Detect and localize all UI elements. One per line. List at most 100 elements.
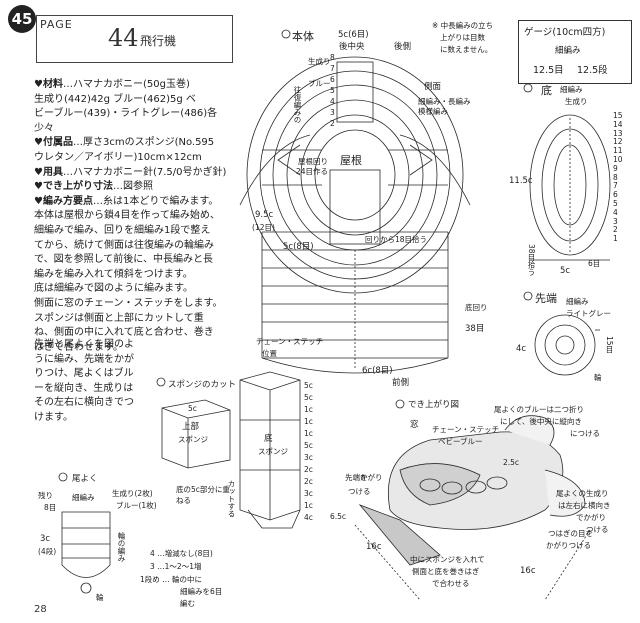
finish-dim-25: 2.5c	[503, 458, 520, 467]
points-line: 本体は屋根から鎖4目を作って編み始め、	[34, 210, 220, 222]
body-note-1: ※ 中長編みの立ち	[432, 21, 494, 30]
finish-sponge-note-1: 中にスポンジを入れて	[410, 555, 485, 564]
bottom-row-number: 15	[613, 111, 623, 120]
finish-seam-note-2: かがりつける	[546, 541, 592, 550]
sponge-dim: 2c	[304, 477, 313, 486]
finish-section-title: でき上がり図	[408, 400, 460, 410]
page-label: PAGE	[40, 18, 73, 31]
body-note-2: 上がりは目数	[440, 33, 485, 42]
tip-stitch-count: 15目	[605, 336, 614, 354]
tail-line: けます。	[34, 411, 73, 423]
roof-count-value: 24目作る	[296, 167, 329, 176]
tail-desc: 細編み	[72, 493, 95, 502]
finish-side-note-2: は左右に横向き	[558, 501, 611, 510]
points-label: 編み方要点	[42, 195, 93, 207]
tail-count-2: 3 …1～2～1増	[150, 562, 202, 571]
size-text: …図参照	[112, 181, 153, 193]
points-line: はぎで合わせます。	[34, 341, 123, 353]
bottom-row-number: 10	[613, 154, 623, 164]
bottom-yarn: 生成り	[565, 97, 588, 106]
sponge-dim: 3c	[304, 489, 313, 498]
body-top-width: 5c(6目)	[338, 30, 369, 40]
body-bottom-width-2: 6c(8目)	[362, 366, 393, 376]
points-line: 細編みで編み、回りを細編み1段で整え	[34, 224, 211, 236]
sponge-dim: 4c	[304, 513, 313, 522]
heart-bullet-icon: ♥	[34, 181, 43, 193]
gauge-box	[518, 20, 632, 84]
bottom-round-stitches: 38目	[465, 324, 485, 334]
materials-text: …ハマナカボニー(50g玉巻)	[62, 79, 190, 90]
sponge-top-dim: 5c	[188, 404, 197, 413]
bottom-pickup: 38目拾う	[527, 244, 536, 277]
heart-bullet-icon: ♥	[34, 166, 43, 178]
finish-tip-note-3: つける	[348, 487, 371, 496]
sponge-bottom-sub: スポンジ	[258, 447, 288, 456]
tail-yarn-2: ブルー(1枚)	[116, 501, 157, 510]
heart-bullet-icon: ♥	[34, 195, 43, 207]
points-text: …糸は1本どりで編みます。	[92, 195, 219, 207]
instructions-block: ♥材料…ハマナカボニー(50g玉巻) 生成り(442)42g ブルー(462)5…	[34, 78, 246, 355]
row-label: 8	[330, 53, 335, 62]
tail-line: りつけ、尾よくはブル	[34, 368, 134, 380]
accessories-label: 付属品	[42, 137, 73, 149]
finish-side-note-1: 尾よくの生成り	[556, 489, 609, 498]
side-desc-1: 細編み・長編み	[418, 97, 471, 106]
tail-chart	[61, 511, 111, 594]
bottom-row-number: 12	[613, 137, 623, 147]
finish-tail-note-3: につける	[570, 429, 600, 438]
page-title: 飛行機	[140, 34, 177, 48]
sponge-dim: 1c	[304, 417, 313, 426]
bottom-width-stitches: 6目	[588, 259, 601, 268]
sponge-dim: 5c	[304, 441, 313, 450]
sponge-bottom-label: 底	[264, 434, 273, 444]
side-desc-2: 模様編み	[418, 107, 448, 116]
body-bottom-width: 5c(8目)	[283, 242, 314, 252]
sponge-dim: 2c	[304, 465, 313, 474]
bottom-section-title: 底	[541, 84, 552, 97]
sponge-dim: 1c	[304, 405, 313, 414]
gauge-unit: (10cm四方)	[552, 27, 606, 38]
tail-ring: 輪	[96, 593, 104, 602]
row-label: 5	[330, 86, 335, 95]
heart-bullet-icon: ♥	[34, 79, 43, 90]
row-label: 3	[330, 108, 335, 117]
points-line: 側面に窓のチェーン・ステッチをします。	[34, 297, 223, 309]
body-height-rows: (12目)	[252, 223, 275, 232]
bottom-desc: 細編み	[560, 85, 583, 94]
tail-yarn-1: 生成り(2枚)	[112, 489, 153, 498]
yarn-blue: ブルー	[308, 79, 331, 88]
bottom-row-number: 7	[613, 181, 618, 191]
sponge-cut-note: カットする	[227, 480, 236, 518]
finish-dim-16-right: 16c	[520, 566, 536, 576]
tip-height: 4c	[516, 344, 527, 354]
body-note-3: に数えません。	[440, 45, 493, 54]
sponge-dim: 5c	[304, 381, 313, 390]
sponge-cut-diagram	[161, 371, 301, 529]
finish-window: 窓	[410, 420, 419, 430]
tail-count-3: 1段め … 輪の中に	[140, 575, 203, 584]
tail-height-rows: (4段)	[38, 547, 57, 556]
side-grid	[261, 231, 449, 374]
pattern-number-badge: 45	[8, 5, 36, 33]
bottom-row-number: 14	[613, 119, 623, 129]
roof-counts-label: 屋根回り	[298, 157, 328, 166]
bottom-row-number: 11	[613, 146, 623, 156]
body-front-side: 前側	[392, 378, 410, 388]
finish-tip-note-1: 先端を	[345, 473, 368, 482]
heart-bullet-icon: ♥	[34, 137, 43, 149]
bottom-row-number: 1	[613, 234, 618, 244]
tail-remaining: 残り	[38, 491, 53, 500]
points-lines: 本体は屋根から鎖4目を作って編み始め、細編みで編み、回りを細編み1段で整えてから…	[34, 209, 246, 355]
finish-sponge-note-3: で合わせる	[432, 579, 470, 588]
materials-label: 材料	[42, 79, 63, 90]
bottom-oval-chart	[529, 114, 611, 261]
accessories-text: …厚さ3cmのスポンジ(No.595	[72, 137, 215, 149]
finish-chain: チェーン・ステッチ	[432, 425, 500, 434]
finish-seam-note-1: つはぎの目を	[548, 529, 593, 538]
row-label: 6	[330, 75, 335, 84]
sponge-dim: 1c	[304, 501, 313, 510]
tools-label: 用具	[42, 166, 63, 178]
gauge-cols: 12.5段	[577, 65, 608, 76]
